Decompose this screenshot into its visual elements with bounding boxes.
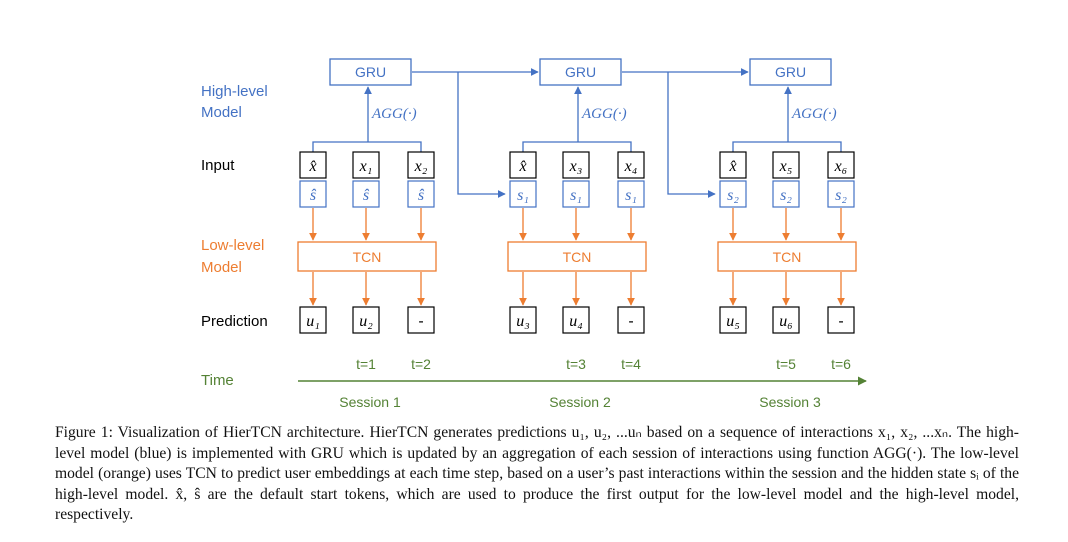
prediction-box [352, 306, 380, 334]
prediction-value: u₃ [516, 313, 530, 330]
agg-bracket [312, 141, 422, 154]
input-x-value: x₂ [414, 158, 428, 175]
prediction-value: u₂ [359, 313, 373, 330]
state-s-box [299, 180, 327, 208]
state-s-value: s₂ [835, 187, 847, 204]
input-x-box [719, 151, 747, 179]
state-s-value: s₁ [517, 187, 529, 204]
label-high-level-line1: High-level [201, 83, 268, 100]
session-1: GRU AGG(·) TCN x̂ ŝ u₁ x₁ ŝ u₂ x₂ ŝ - t=1 t=2Session … [297, 58, 437, 410]
tcn-label: TCN [773, 249, 802, 265]
session-3: GRU AGG(·) TCN x̂ s₂ u₅ x₅ s₂ u₆ x₆ s₂ - t=5 t=6Sessi… [717, 58, 857, 410]
label-time: Time [201, 372, 234, 389]
input-x-value: x₃ [569, 158, 583, 175]
session-label: Session 2 [549, 394, 611, 410]
caption-lead: Figure 1: Visualization of HierTCN archi… [55, 424, 365, 441]
time-step-label: t=2 [411, 356, 431, 372]
state-s-box [617, 180, 645, 208]
prediction-box [827, 306, 855, 334]
input-x-value: x₄ [624, 158, 638, 175]
input-x-value: x₅ [779, 158, 793, 175]
time-step-label: t=6 [831, 356, 851, 372]
state-s-value: s₂ [727, 187, 739, 204]
input-x-box [827, 151, 855, 179]
tcn-label: TCN [563, 249, 592, 265]
prediction-box [719, 306, 747, 334]
state-s-value: s₁ [625, 187, 637, 204]
prediction-box [562, 306, 590, 334]
session-label: Session 3 [759, 394, 821, 410]
time-step-label: t=1 [356, 356, 376, 372]
caption-body: HierTCN generates predictions u₁, u₂, ..… [55, 424, 1019, 523]
prediction-value: - [418, 313, 423, 330]
input-x-box [299, 151, 327, 179]
prediction-box [617, 306, 645, 334]
state-s-value: s₂ [780, 187, 792, 204]
input-x-box [509, 151, 537, 179]
state-s-value: s₁ [570, 187, 582, 204]
input-x-value: x₆ [834, 158, 848, 175]
label-prediction: Prediction [201, 313, 268, 330]
state-s-value: ŝ [310, 187, 317, 204]
prediction-box [772, 306, 800, 334]
agg-bracket [522, 141, 632, 154]
time-step-label: t=4 [621, 356, 641, 372]
session-label: Session 1 [339, 394, 401, 410]
input-x-box [617, 151, 645, 179]
input-x-box [352, 151, 380, 179]
label-low-level-line1: Low-level [201, 237, 264, 254]
figure-caption: Figure 1: Visualization of HierTCN archi… [55, 423, 1019, 526]
gru-box [749, 58, 832, 86]
gru-label: GRU [775, 64, 806, 80]
label-low-level-line2: Model [201, 259, 242, 276]
input-x-value: x̂ [728, 158, 736, 175]
prediction-value: u₄ [569, 313, 583, 330]
prediction-value: u₁ [306, 313, 320, 330]
state-s-box [562, 180, 590, 208]
state-s-value: ŝ [418, 187, 425, 204]
state-s-box [772, 180, 800, 208]
input-x-box [407, 151, 435, 179]
agg-label: AGG(·) [791, 106, 837, 122]
input-x-value: x̂ [518, 158, 526, 175]
tcn-box [297, 241, 437, 272]
agg-label: AGG(·) [371, 106, 417, 122]
state-s-box [352, 180, 380, 208]
hiertcn-diagram: High-level Model Input Low-level Model P… [201, 58, 867, 410]
state-s-box [827, 180, 855, 208]
input-x-box [772, 151, 800, 179]
session-2: GRU AGG(·) TCN x̂ s₁ u₃ x₃ s₁ u₄ x₄ s₁ - t=3 t=4Sessi… [507, 58, 647, 410]
tcn-label: TCN [353, 249, 382, 265]
gru-label: GRU [355, 64, 386, 80]
state-s-box [407, 180, 435, 208]
agg-bracket [732, 141, 842, 154]
prediction-box [299, 306, 327, 334]
time-step-label: t=3 [566, 356, 586, 372]
time-step-label: t=5 [776, 356, 796, 372]
input-x-value: x̂ [308, 158, 316, 175]
tcn-box [717, 241, 857, 272]
state-s-box [509, 180, 537, 208]
gru-label: GRU [565, 64, 596, 80]
prediction-value: - [628, 313, 633, 330]
tcn-box [507, 241, 647, 272]
gru-state-link-1 [457, 72, 506, 198]
prediction-value: - [838, 313, 843, 330]
label-input: Input [201, 157, 235, 174]
gru-state-link-2 [667, 72, 716, 198]
input-x-value: x₁ [359, 158, 373, 175]
input-x-box [562, 151, 590, 179]
prediction-box [407, 306, 435, 334]
prediction-value: u₆ [779, 313, 793, 330]
label-high-level-line2: Model [201, 104, 242, 121]
state-s-box [719, 180, 747, 208]
gru-box [329, 58, 412, 86]
prediction-box [509, 306, 537, 334]
agg-label: AGG(·) [581, 106, 627, 122]
gru-box [539, 58, 622, 86]
prediction-value: u₅ [726, 313, 740, 330]
state-s-value: ŝ [363, 187, 370, 204]
